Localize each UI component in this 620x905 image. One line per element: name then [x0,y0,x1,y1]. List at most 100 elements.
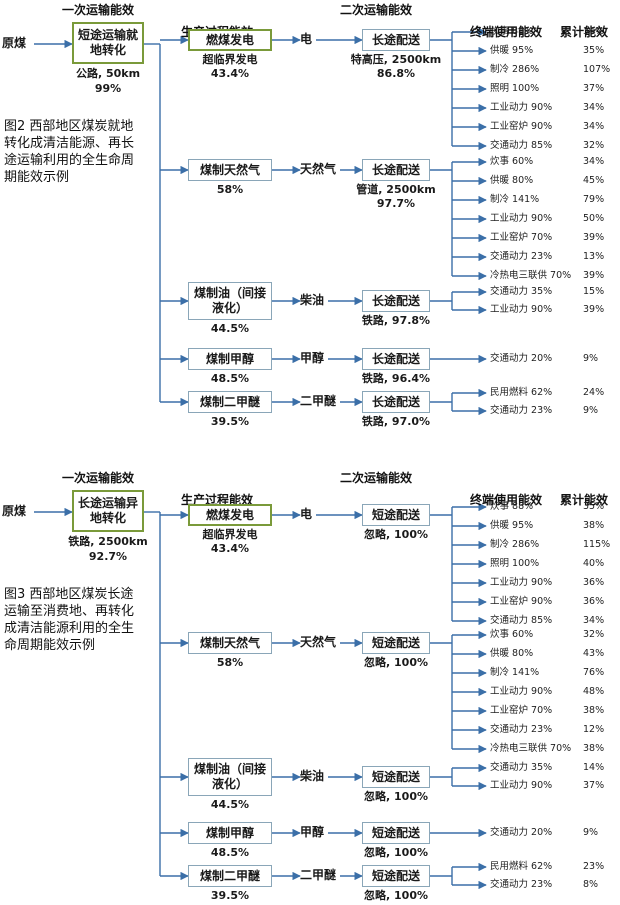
cumulative-eff-1-3: 48% [583,686,605,697]
raw-coal-label: 原煤 [2,504,27,518]
header-secondary-transport: 二次运输能效 [340,471,413,485]
end-use-3-0: 交通动力 20% [490,827,553,838]
transport-note-2: 忽略, 100% [364,790,428,803]
primary-transport-box: 长途运输异地转化 [72,490,144,532]
cumulative-eff-0-3: 37% [583,83,605,94]
end-use-0-3: 照明 100% [490,558,540,569]
cumulative-eff-0-4: 34% [583,102,605,113]
process-eff-0: 43.4% [210,67,250,80]
cumulative-eff-1-5: 13% [583,251,605,262]
end-use-1-1: 供暖 80% [490,648,534,659]
process-box-2: 煤制油（间接液化） [188,282,272,320]
process-box-4: 煤制二甲醚 [188,865,272,887]
end-use-1-4: 工业窑炉 70% [490,232,553,243]
end-use-1-3: 工业动力 90% [490,686,553,697]
header-primary-transport: 一次运输能效 [62,471,135,485]
carrier-label-4: 二甲醚 [300,868,337,882]
header-secondary-transport: 二次运输能效 [340,3,413,17]
end-use-1-2: 制冷 141% [490,194,540,205]
end-use-2-1: 工业动力 90% [490,780,553,791]
cumulative-eff-1-4: 39% [583,232,605,243]
header-cumulative: 累计能效 [560,493,609,507]
end-use-0-3: 照明 100% [490,83,540,94]
end-use-3-0: 交通动力 20% [490,353,553,364]
transport-box-1: 长途配送 [362,159,430,181]
primary-transport-box: 短途运输就地转化 [72,22,144,64]
process-note-0: 超临界发电 [202,53,258,66]
carrier-label-2: 柴油 [300,769,325,783]
transport-note-0: 忽略, 100% [364,528,428,541]
carrier-label-3: 甲醇 [300,825,325,839]
end-use-0-4: 工业动力 90% [490,577,553,588]
cumulative-eff-0-2: 115% [583,539,611,550]
process-eff-4: 39.5% [210,889,250,902]
primary-transport-eff: 99% [94,82,122,95]
end-use-1-6: 冷热电三联供 70% [490,743,572,754]
cumulative-eff-4-1: 8% [583,879,599,890]
transport-box-0: 短途配送 [362,504,430,526]
process-eff-0: 43.4% [210,542,250,555]
cumulative-eff-0-0: 34% [583,26,605,37]
end-use-1-5: 交通动力 23% [490,251,553,262]
figure-caption: 图3 西部地区煤炭长途运输至消费地、再转化成清洁能源利用的全生命周期能效示例 [4,587,135,653]
end-use-4-1: 交通动力 23% [490,405,553,416]
process-box-4: 煤制二甲醚 [188,391,272,413]
carrier-label-4: 二甲醚 [300,394,337,408]
end-use-1-4: 工业窑炉 70% [490,705,553,716]
cumulative-eff-4-1: 9% [583,405,599,416]
end-use-0-4: 工业动力 90% [490,102,553,113]
end-use-0-1: 供暖 95% [490,45,534,56]
process-note-0: 超临界发电 [202,528,258,541]
transport-box-2: 短途配送 [362,766,430,788]
process-box-2: 煤制油（间接液化） [188,758,272,796]
cumulative-eff-1-2: 79% [583,194,605,205]
header-cumulative: 累计能效 [560,25,609,39]
process-box-0: 燃煤发电 [188,29,272,51]
end-use-4-0: 民用燃料 62% [490,387,553,398]
transport-note-1: 忽略, 100% [364,656,428,669]
end-use-0-6: 交通动力 85% [490,615,553,626]
transport-note-4: 铁路, 97.0% [361,415,431,428]
cumulative-eff-1-2: 76% [583,667,605,678]
cumulative-eff-0-5: 36% [583,596,605,607]
cumulative-eff-1-1: 45% [583,175,605,186]
process-eff-3: 48.5% [210,372,250,385]
transport-note-0: 特高压, 2500km [350,53,442,66]
transport-note-1: 管道, 2500km [356,183,436,196]
process-eff-1: 58% [216,656,244,669]
end-use-1-0: 炊事 60% [490,156,534,167]
end-use-4-1: 交通动力 23% [490,879,553,890]
figure-caption: 图2 西部地区煤炭就地转化成清洁能源、再长途运输利用的全生命周期能效示例 [4,119,135,185]
process-box-3: 煤制甲醇 [188,348,272,370]
transport-box-4: 短途配送 [362,865,430,887]
end-use-0-2: 制冷 286% [490,539,540,550]
process-eff-2: 44.5% [210,322,250,335]
end-use-1-5: 交通动力 23% [490,724,553,735]
end-use-1-3: 工业动力 90% [490,213,553,224]
primary-transport-note: 铁路, 2500km [68,535,148,548]
raw-coal-label: 原煤 [2,36,27,50]
end-use-0-0: 炊事 88% [490,501,534,512]
cumulative-eff-0-4: 36% [583,577,605,588]
end-use-0-0: 炊事 88% [490,26,534,37]
end-use-2-0: 交通动力 35% [490,762,553,773]
cumulative-eff-2-0: 15% [583,286,605,297]
transport-box-0: 长途配送 [362,29,430,51]
cumulative-eff-1-6: 39% [583,270,605,281]
cumulative-eff-0-5: 34% [583,121,605,132]
transport-box-2: 长途配送 [362,290,430,312]
transport-eff-0: 86.8% [376,67,416,80]
end-use-1-6: 冷热电三联供 70% [490,270,572,281]
end-use-2-1: 工业动力 90% [490,304,553,315]
process-box-3: 煤制甲醇 [188,822,272,844]
end-use-1-1: 供暖 80% [490,175,534,186]
cumulative-eff-1-6: 38% [583,743,605,754]
cumulative-eff-2-0: 14% [583,762,605,773]
process-box-1: 煤制天然气 [188,159,272,181]
cumulative-eff-4-0: 23% [583,861,605,872]
transport-note-3: 忽略, 100% [364,846,428,859]
carrier-label-1: 天然气 [300,635,337,649]
cumulative-eff-3-0: 9% [583,827,599,838]
process-box-0: 燃煤发电 [188,504,272,526]
